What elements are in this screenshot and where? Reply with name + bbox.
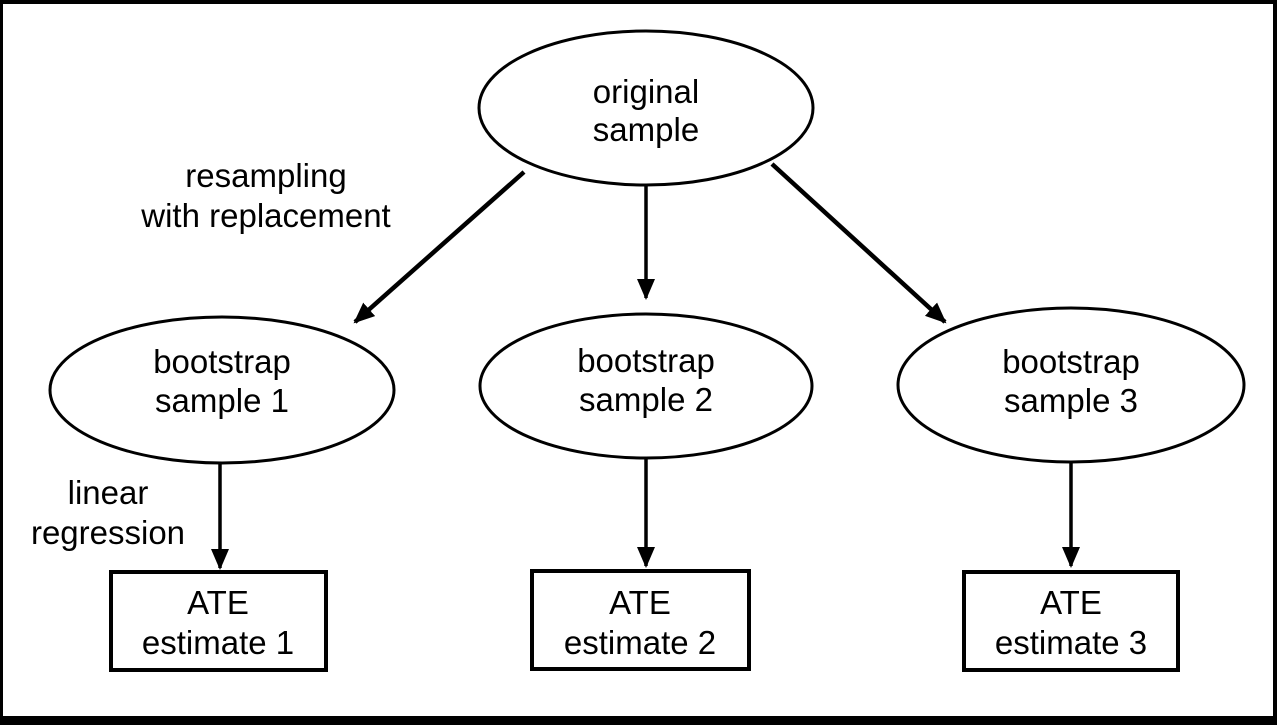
ate-estimate-1-label-line2: estimate 1 bbox=[142, 624, 294, 661]
node-original-sample: original sample bbox=[477, 29, 815, 187]
regression-label-line2: regression bbox=[31, 514, 185, 551]
ate-estimate-1-box bbox=[109, 570, 328, 672]
bootstrap-sample-2-label-line1: bootstrap bbox=[577, 342, 715, 379]
ate-estimate-1-label-line1: ATE bbox=[187, 584, 249, 621]
node-bootstrap-sample-2: bootstrap sample 2 bbox=[478, 312, 814, 460]
edge-label-regression: linear regression bbox=[31, 474, 185, 551]
ate-estimate-2-label-line2: estimate 2 bbox=[564, 624, 716, 661]
bootstrap-sample-1-label-line2: sample 1 bbox=[155, 382, 289, 419]
edge-original-to-bootstrap3 bbox=[770, 162, 947, 324]
bootstrap-sample-3-label-line1: bootstrap bbox=[1002, 343, 1140, 380]
resampling-label-line2: with replacement bbox=[140, 197, 390, 234]
node-ate-estimate-3: ATE estimate 3 bbox=[962, 570, 1180, 672]
bootstrap-sample-2-ellipse bbox=[478, 312, 814, 460]
resampling-label-line1: resampling bbox=[185, 157, 346, 194]
node-ate-estimate-2: ATE estimate 2 bbox=[530, 569, 751, 671]
original-sample-label-line2: sample bbox=[593, 111, 699, 148]
ate-estimate-2-label-line1: ATE bbox=[609, 584, 671, 621]
bootstrap-sample-1-label-line1: bootstrap bbox=[153, 343, 291, 380]
node-bootstrap-sample-1: bootstrap sample 1 bbox=[48, 315, 396, 465]
edge-label-resampling: resampling with replacement bbox=[140, 157, 390, 234]
bootstrap-sample-2-label-line2: sample 2 bbox=[579, 381, 713, 418]
node-ate-estimate-1: ATE estimate 1 bbox=[109, 570, 328, 672]
original-sample-label-line1: original bbox=[593, 73, 699, 110]
ate-estimate-2-box bbox=[530, 569, 751, 671]
ate-estimate-3-box bbox=[962, 570, 1180, 672]
bootstrap-sample-3-ellipse bbox=[896, 306, 1246, 464]
ate-estimate-3-label-line1: ATE bbox=[1040, 584, 1102, 621]
bootstrap-sample-3-label-line2: sample 3 bbox=[1004, 382, 1138, 419]
original-sample-ellipse bbox=[477, 29, 815, 187]
regression-label-line1: linear bbox=[68, 474, 149, 511]
bootstrap-sample-1-ellipse bbox=[48, 315, 396, 465]
node-bootstrap-sample-3: bootstrap sample 3 bbox=[896, 306, 1246, 464]
bootstrap-diagram: original sample bootstrap sample 1 boots… bbox=[31, 29, 1246, 672]
edge-original-to-bootstrap1 bbox=[353, 170, 526, 324]
ate-estimate-3-label-line2: estimate 3 bbox=[995, 624, 1147, 661]
